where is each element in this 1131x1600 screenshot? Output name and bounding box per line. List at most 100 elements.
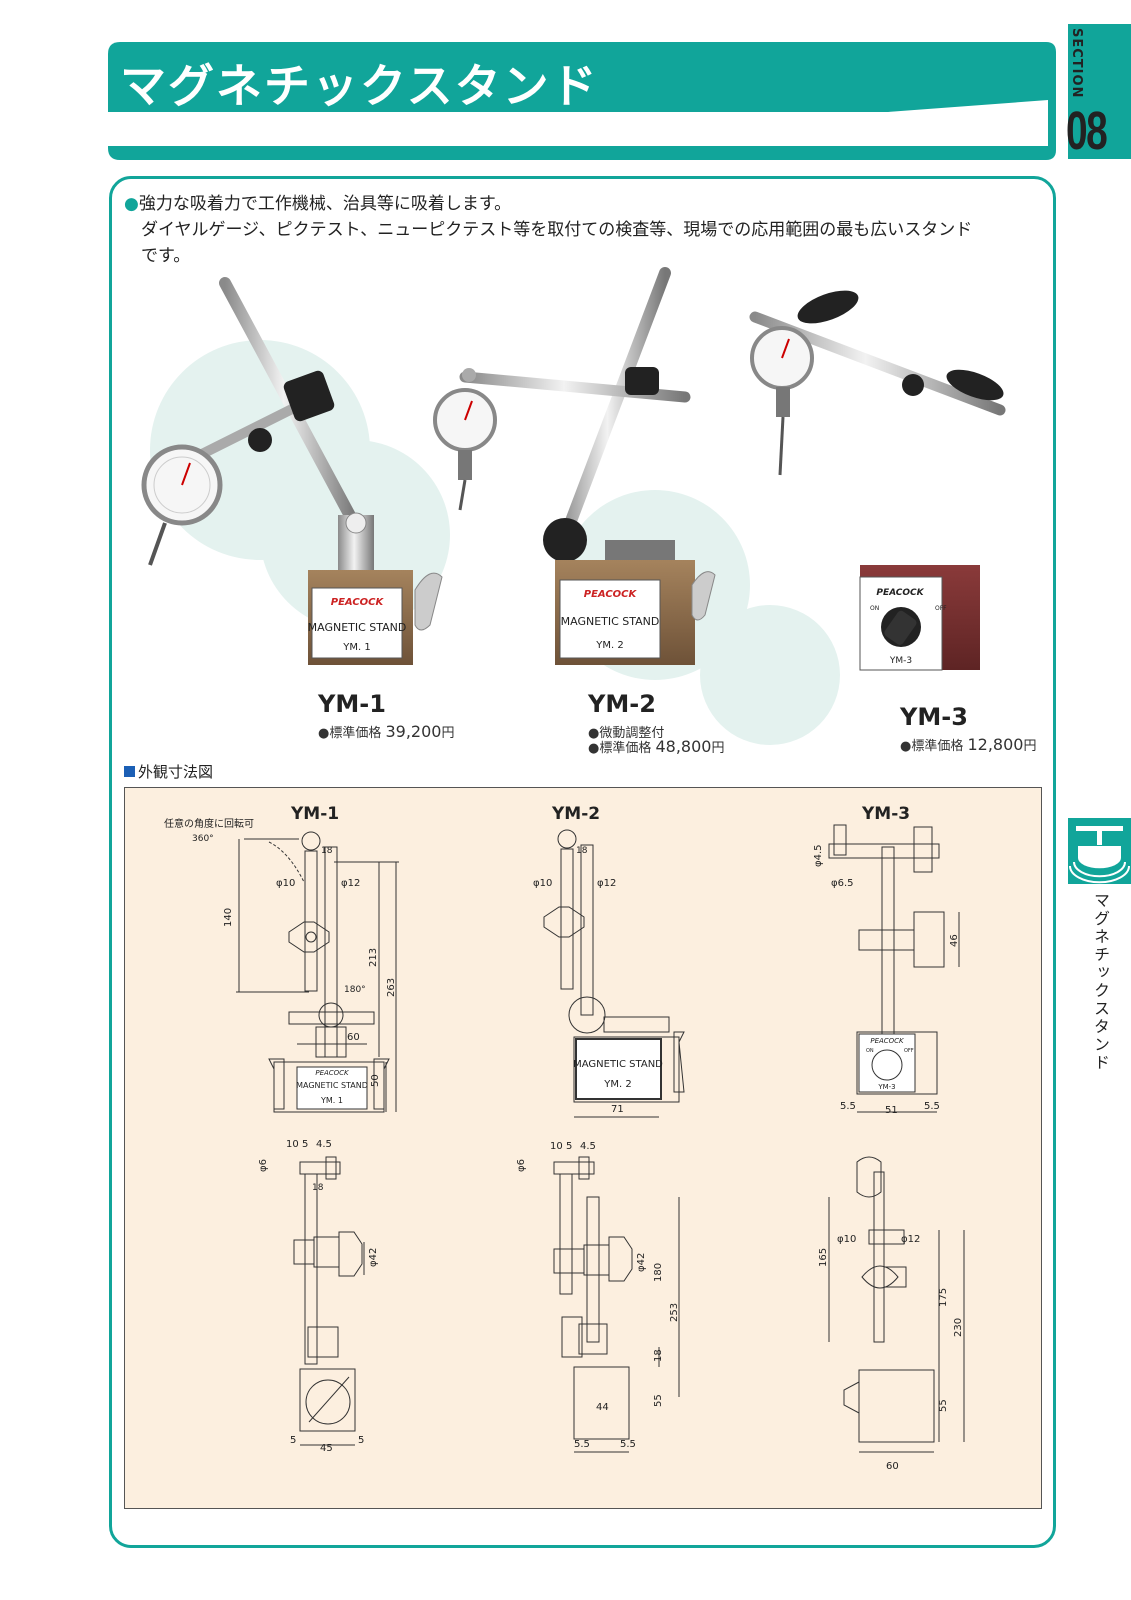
ym3-d51: 51 [885, 1105, 898, 1116]
ym3-draw-model: YM-3 [877, 1083, 895, 1091]
intro-line-1: 強力な吸着力で工作機械、治具等に吸着します。 [138, 194, 512, 214]
ym1-plate-text: MAGNETIC STAND [308, 621, 407, 634]
ym3-plate-brand: PEACOCK [876, 588, 924, 598]
ym3-d46: 46 [949, 934, 960, 947]
ym2-side-phi6: φ6 [516, 1159, 527, 1172]
ym2-draw-plate: MAGNETIC STAND [573, 1059, 663, 1070]
ym2-side-55a: 5.5 [574, 1439, 590, 1450]
drawings-canvas: 任意の角度に回転可 360° 18 φ10 φ12 140 213 263 18… [164, 817, 965, 1472]
ym2-side-55b: 5.5 [620, 1439, 636, 1450]
ym3-model: YM-3 [900, 703, 968, 731]
ym1-phi12: φ12 [341, 878, 360, 889]
ym3-plate-model: YM-3 [889, 656, 912, 666]
intro-bullet: ● [124, 194, 139, 214]
dim-title-ym2: YM-2 [552, 804, 601, 824]
ym2-price-unit: 円 [711, 741, 725, 756]
ym3-photo: PEACOCK ON OFF YM-3 [749, 265, 1006, 671]
ym1-model: YM-1 [318, 690, 386, 718]
ym2-photo: PEACOCK MAGNETIC STAND YM. 2 [433, 267, 716, 665]
ym2-draw-model: YM. 2 [603, 1079, 631, 1090]
dimensions-heading-text: 外観寸法図 [138, 763, 214, 781]
ym2-side-45: 4.5 [580, 1141, 596, 1152]
dim-title-ym3: YM-3 [862, 804, 911, 824]
ym3-side-phi12: φ12 [901, 1234, 920, 1245]
ym1-side-5: 5 [302, 1139, 308, 1150]
intro-text: ●強力な吸着力で工作機械、治具等に吸着します。 ダイヤルゲージ、ピクテスト、ニュ… [124, 191, 972, 269]
ym3-side-165: 165 [818, 1248, 829, 1267]
ym2-side-phi42: φ42 [636, 1253, 647, 1272]
ym3-phi65: φ6.5 [831, 878, 854, 889]
ym1-price-label: ●標準価格 [318, 726, 382, 741]
ym2-side-253: 253 [669, 1303, 680, 1322]
ym1-d140: 140 [223, 908, 234, 927]
ym2-model: YM-2 [588, 690, 656, 718]
ym3-side-175: 175 [938, 1288, 949, 1307]
ym2-side-5: 5 [566, 1141, 572, 1152]
ym3-side-230: 230 [953, 1318, 964, 1337]
ym3-price: ●標準価格 12,800円 [900, 735, 1036, 754]
ym1-side-b5a: 5 [290, 1435, 296, 1446]
ym2-phi10: φ10 [533, 878, 552, 889]
ym1-price-value: 39,200 [385, 722, 442, 741]
ym2-note: ●微動調整付 [588, 726, 665, 741]
ym3-plate-on: ON [870, 605, 879, 612]
dim-title-ym1: YM-1 [291, 804, 340, 824]
ym2-price: ●標準価格 48,800円 [588, 737, 724, 756]
ym3-plate-off: OFF [935, 605, 947, 612]
ym2-plate-text: MAGNETIC STAND [561, 615, 660, 628]
ym1-d213: 213 [368, 948, 379, 967]
ym1-d60: 60 [347, 1032, 360, 1043]
ym1-side-b5b: 5 [358, 1435, 364, 1446]
ym1-draw-brand: PEACOCK [315, 1069, 350, 1077]
ym2-plate-brand: PEACOCK [584, 589, 638, 600]
ym3-side-phi10: φ10 [837, 1234, 856, 1245]
ym2-plate-model: YM. 2 [595, 640, 623, 651]
ym1-d18: 18 [321, 846, 333, 856]
product-photos: PEACOCK MAGNETIC STAND YM. 1 PEACOCK MAG… [141, 265, 1006, 745]
ym2-side-18: 18 [653, 1349, 664, 1362]
title-band [108, 42, 1056, 160]
ym1-draw-plate: MAGNETIC STAND [296, 1081, 368, 1090]
section-number: 08 [1066, 101, 1108, 161]
ym2-price-value: 48,800 [655, 737, 712, 756]
ym3-d55b: 5.5 [924, 1101, 940, 1112]
ym1-plate-brand: PEACOCK [331, 597, 385, 608]
ym1-d50: 50 [370, 1074, 381, 1087]
intro-line-3: です。 [141, 246, 191, 266]
ym2-side-55: 55 [653, 1394, 664, 1407]
ym1-side-b45: 45 [320, 1443, 333, 1454]
ym3-draw-off: OFF [904, 1048, 914, 1054]
ym1-side-phi6: φ6 [258, 1159, 269, 1172]
ym1-plate-model: YM. 1 [342, 642, 370, 653]
ym3-draw-on: ON [866, 1048, 874, 1054]
ym1-side-10: 10 [286, 1139, 299, 1150]
ym1-price-unit: 円 [441, 726, 455, 741]
side-tab-label: マグネチックスタンド [1091, 892, 1110, 1072]
ym1-d263: 263 [386, 978, 397, 997]
ym2-d71: 71 [611, 1104, 624, 1115]
ym1-draw-model: YM. 1 [320, 1096, 343, 1105]
ym2-d18: 18 [576, 846, 588, 856]
ym3-draw-brand: PEACOCK [870, 1037, 905, 1045]
section-label: SECTION [1069, 28, 1084, 99]
page-title: マグネチックスタンド [120, 59, 599, 113]
ym3-side-55: 55 [938, 1399, 949, 1412]
ym1-photo: PEACOCK MAGNETIC STAND YM. 1 [141, 277, 443, 665]
ym2-price-label: ●標準価格 [588, 741, 652, 756]
ym1-side-45: 4.5 [316, 1139, 332, 1150]
ym3-price-label: ●標準価格 [900, 739, 964, 754]
section-tab [1068, 24, 1131, 159]
ym2-phi12: φ12 [597, 878, 616, 889]
ym1-side-18: 18 [312, 1183, 324, 1193]
ym3-price-value: 12,800 [967, 735, 1024, 754]
ym2-side-180: 180 [653, 1263, 664, 1282]
ym1-deg360: 360° [192, 834, 214, 844]
dimension-drawings [124, 787, 1042, 1509]
ym3-d55a: 5.5 [840, 1101, 856, 1112]
ym1-rotate-note: 任意の角度に回転可 [164, 817, 254, 830]
ym3-price-unit: 円 [1023, 739, 1037, 754]
dimensions-heading: 外観寸法図 [124, 761, 213, 782]
ym3-phi45: φ4.5 [813, 845, 824, 868]
ym1-phi10: φ10 [276, 878, 295, 889]
ym2-side-44: 44 [596, 1402, 609, 1413]
